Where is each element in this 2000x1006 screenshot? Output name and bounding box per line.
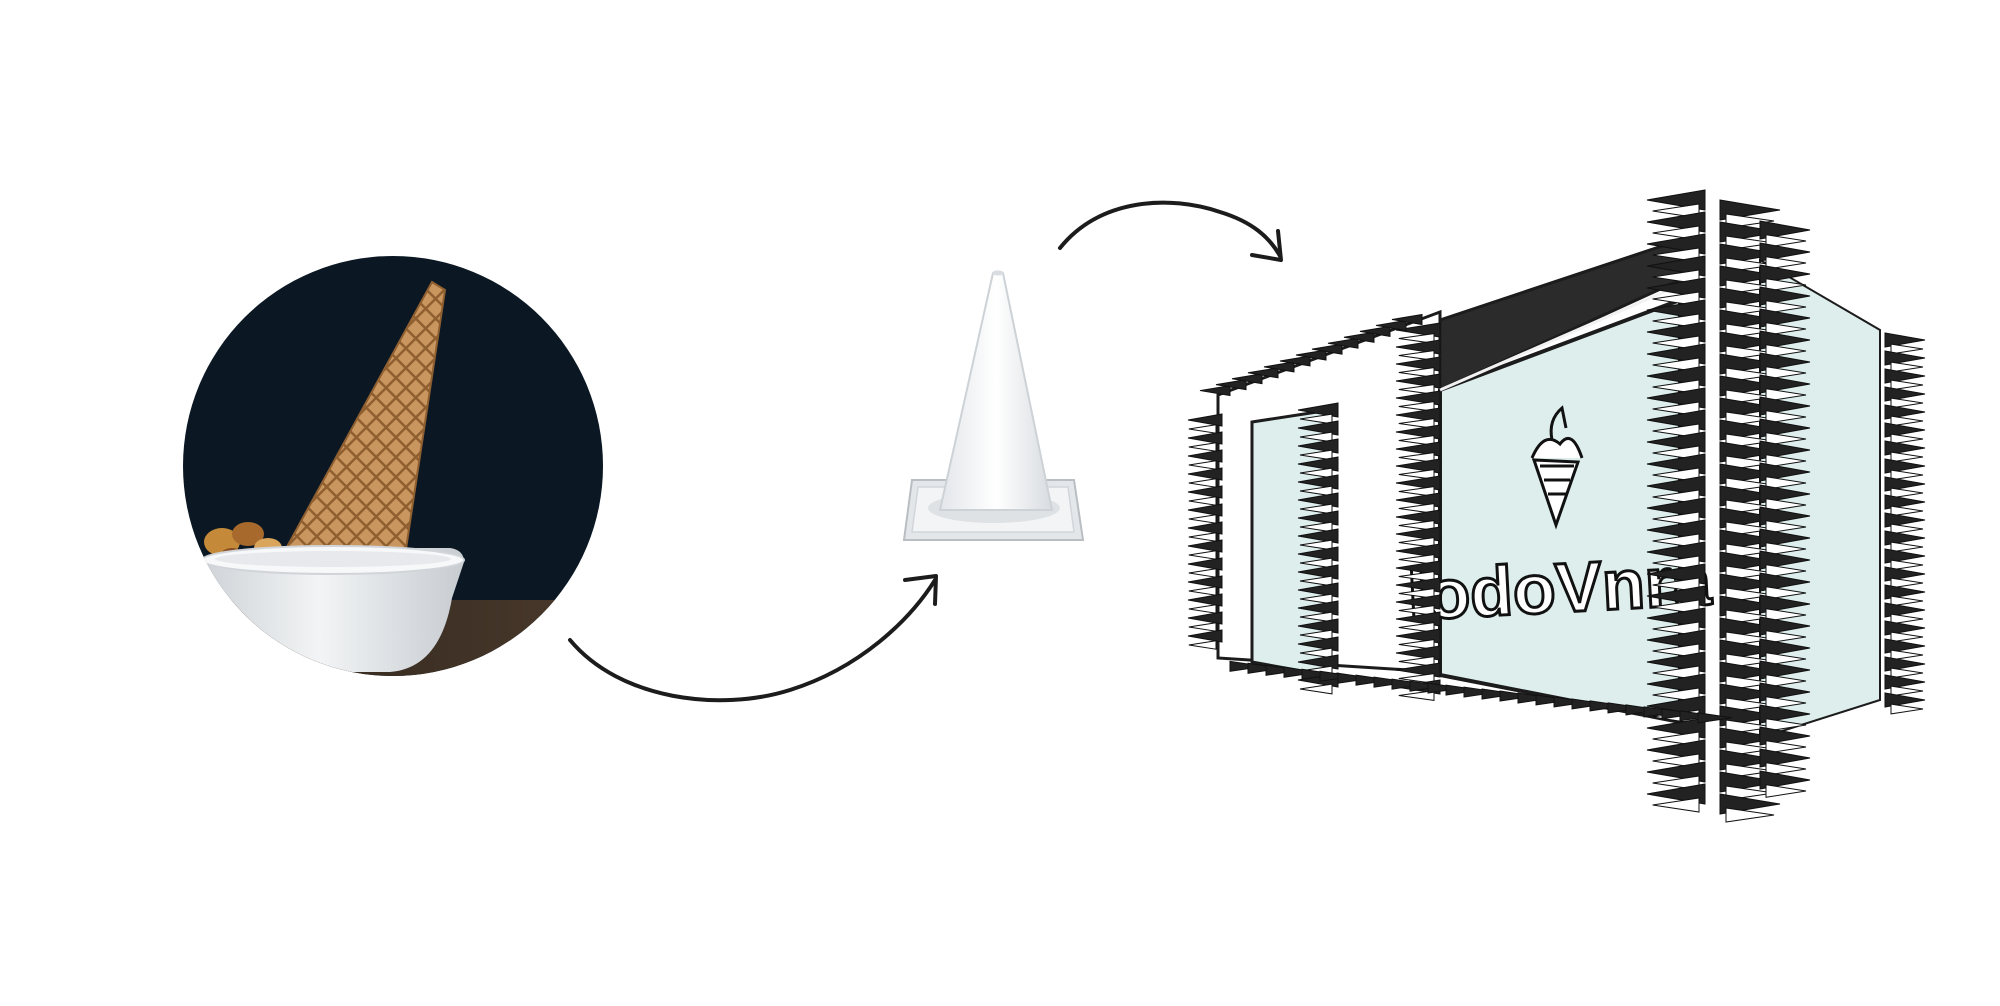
storefront-sketch: lodoVnra (1187, 189, 1926, 823)
curved-arrow-icon (1058, 200, 1282, 258)
cone-body (938, 272, 1054, 511)
icecream-photo (183, 256, 603, 676)
arrow-1 (568, 574, 938, 703)
arrow-2 (1058, 200, 1283, 262)
traffic-cone-image (902, 270, 1085, 541)
curved-arrow-icon (568, 578, 937, 703)
spike-cladding (1187, 189, 1926, 823)
cone-logo-icon (1530, 405, 1584, 530)
bowl (201, 545, 465, 672)
